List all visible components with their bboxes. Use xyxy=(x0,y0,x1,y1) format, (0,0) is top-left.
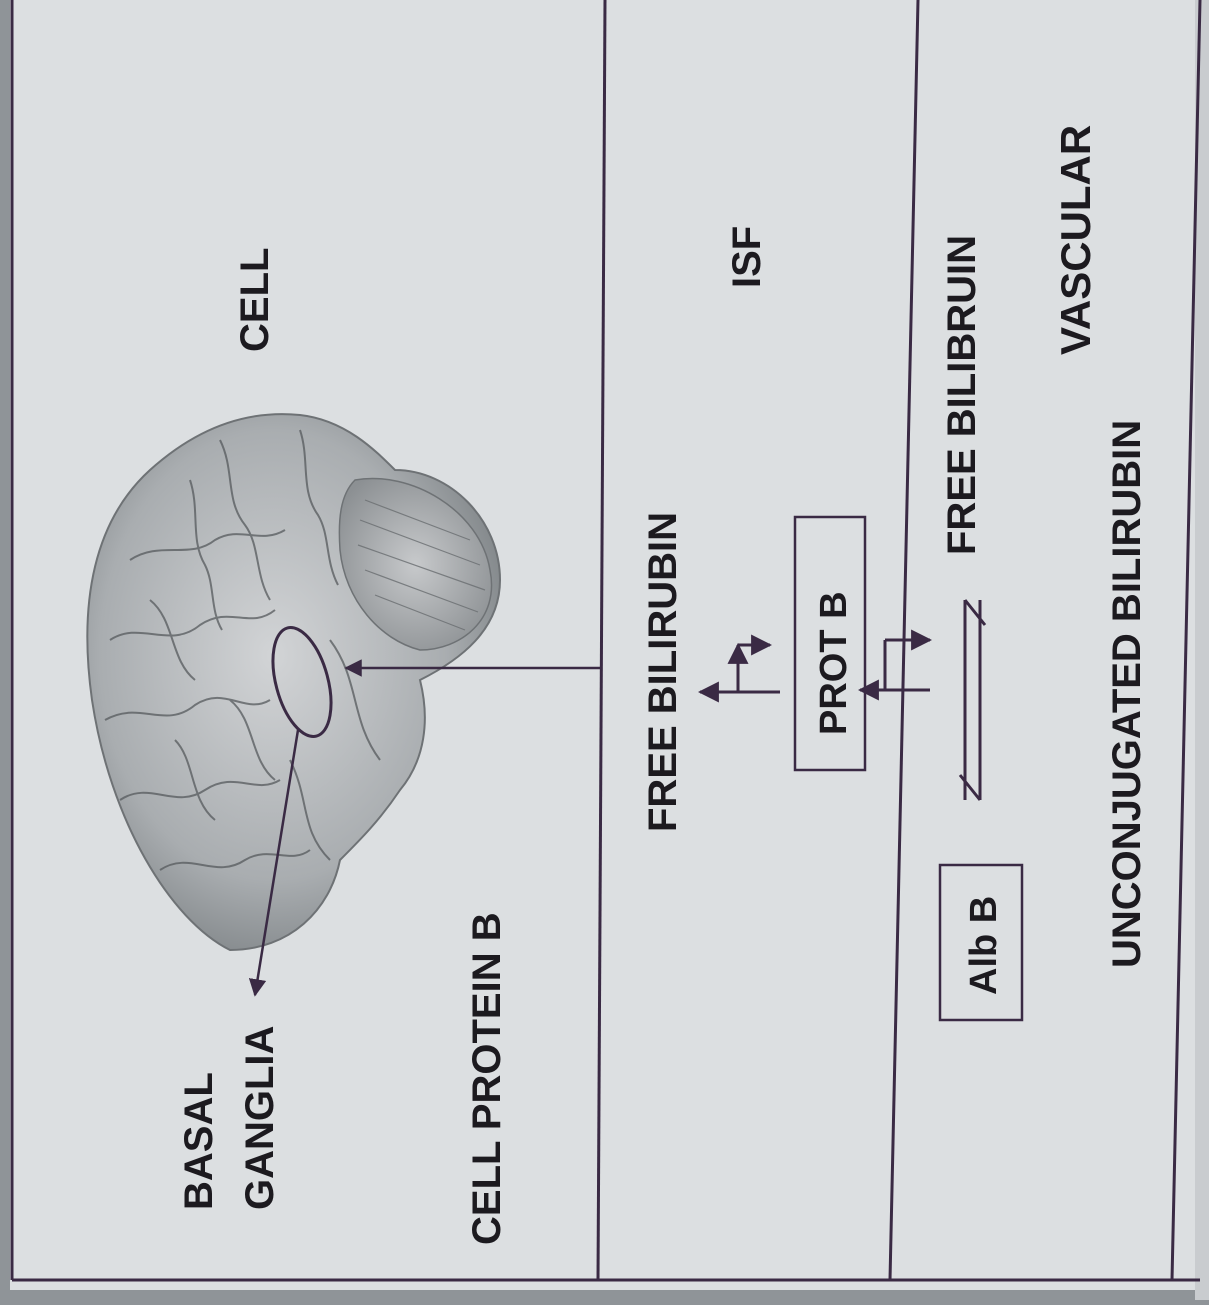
alb-b-label: Alb B xyxy=(963,896,1005,995)
prot-b-label: PROT B xyxy=(813,591,855,735)
ganglia-label: GANGLIA xyxy=(238,1026,282,1210)
cell-zone-label: CELL xyxy=(233,248,277,352)
vascular-zone-label: VASCULAR xyxy=(1052,125,1099,355)
basal-label: BASAL xyxy=(177,1072,221,1210)
free-bilirubin-isf-label: FREE BILIRUBIN xyxy=(641,512,685,832)
isf-zone-label: ISF xyxy=(725,226,769,288)
free-bilirubin-vascular-label: FREE BILIBRUIN xyxy=(940,235,984,555)
unconjugated-bilirubin-label: UNCONJUGATED BILIRUBIN xyxy=(1105,420,1149,968)
cell-protein-b-label: CELL PROTEIN B xyxy=(465,912,509,1245)
